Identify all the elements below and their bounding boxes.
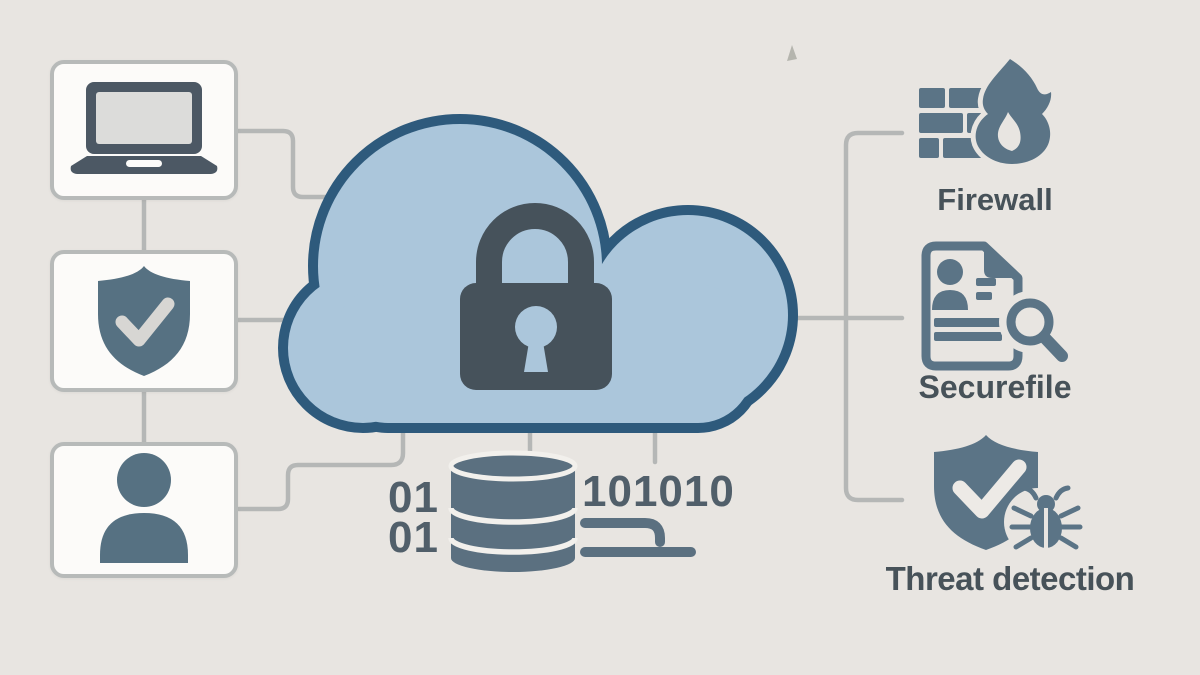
text-line [934, 332, 1002, 341]
user-body [100, 513, 188, 563]
bug-icon [1009, 485, 1083, 550]
shield-shape [98, 266, 190, 376]
device-node [50, 60, 238, 200]
text-dash [976, 292, 992, 300]
binary-text-left: 01 01 [388, 473, 439, 562]
padlock-icon [460, 203, 612, 390]
database-divider [448, 507, 578, 525]
flame-icon [975, 59, 1052, 164]
document-search-icon [921, 241, 1074, 371]
database-divider [448, 537, 578, 555]
magnifier-handle [1038, 331, 1068, 362]
user-icon [100, 453, 188, 563]
keyhole-stem [524, 336, 548, 372]
text-dash [976, 278, 996, 286]
checkmark [115, 297, 175, 347]
securefile-label: Securefile [918, 369, 1072, 405]
magnifier-lens [1006, 298, 1054, 346]
threat-detection-label: Threat detection [885, 560, 1135, 597]
user-head [117, 453, 171, 507]
laptop-notch [126, 160, 162, 167]
connector-user-cloud [236, 425, 406, 512]
binary-line: 01 [388, 513, 439, 562]
profile-head [937, 259, 963, 285]
bug-head [1037, 495, 1055, 513]
circuit-trace-icon [580, 518, 696, 557]
right-trunk-line [843, 130, 905, 503]
database-body [451, 466, 575, 572]
bug-antennae [1021, 485, 1071, 501]
laptop-icon [70, 82, 218, 174]
binary-line: 01 [388, 473, 439, 522]
profile-body [932, 290, 968, 310]
padlock-shackle [476, 203, 594, 300]
cloud-icon [278, 114, 798, 433]
text-line [934, 318, 1002, 327]
shield-bug-icon [934, 435, 1083, 556]
shield-check-icon [98, 266, 190, 376]
document-fold [984, 246, 1018, 278]
laptop-screen [96, 92, 192, 144]
bug-legs [1009, 505, 1083, 550]
database-icon [448, 450, 578, 572]
flame-inner [997, 112, 1021, 151]
database-top [448, 450, 578, 482]
document-outline [921, 241, 1023, 371]
connector-laptop-cloud [235, 128, 348, 200]
shield-node [50, 250, 238, 392]
checkmark [952, 459, 1027, 519]
firewall-icon [919, 52, 1057, 170]
artifact-speck [787, 45, 797, 61]
binary-text-right: 101010 [582, 467, 735, 516]
firewall-label: Firewall [937, 182, 1053, 217]
user-node [50, 442, 238, 578]
keyhole [515, 306, 557, 348]
